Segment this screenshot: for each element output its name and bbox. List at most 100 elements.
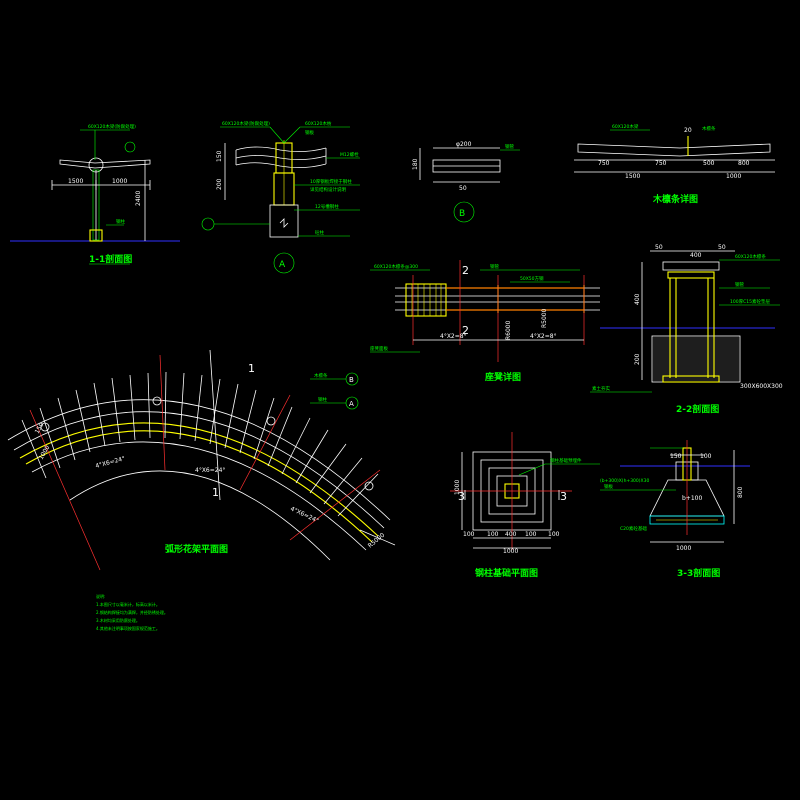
callout-text: 木檩条 <box>314 372 328 379</box>
rafter <box>147 372 151 439</box>
notes-heading: 说明: <box>96 593 105 599</box>
callout-label: B <box>349 376 354 384</box>
base-plate <box>662 375 720 383</box>
column-footing <box>89 229 103 242</box>
radial-axis <box>239 394 291 491</box>
callout-text: 50X50方钢 <box>520 275 544 282</box>
section-1-1: 1500 1000 2400 60X120木梁(防腐处理) 钢柱 1-1剖面图 <box>10 123 180 265</box>
outer-arc-2 <box>13 411 385 529</box>
rafter <box>309 443 347 494</box>
rafter-group <box>21 371 379 517</box>
detail-b-circle <box>453 201 475 223</box>
dim-text: 100 <box>487 531 499 538</box>
section-2-2: 50 400 50 400 200 60X120木檩条 钢管 100厚C15素砼… <box>590 244 783 415</box>
callout-text: 砼柱 <box>315 229 324 236</box>
pergola-plan: 1 1 B A 木檩条 钢柱 150 1000 4°X6=24° 4°X6=24… <box>7 349 396 571</box>
title-1-1: 1-1剖面图 <box>89 253 132 265</box>
section-mark: 3 <box>458 490 465 503</box>
callout-text: 钢管 <box>735 281 744 288</box>
title-seat: 座凳详图 <box>484 371 521 383</box>
section-mark: 3 <box>560 490 567 503</box>
dim-text: 1000 <box>503 548 518 555</box>
dim-text: 400 <box>505 531 517 538</box>
callout-text: 详见结构设计说明 <box>310 186 346 193</box>
title-plan: 弧形花架平面图 <box>165 543 228 555</box>
detail-b-label: B <box>459 209 465 219</box>
dim-text: 400 <box>634 293 641 305</box>
dim-text: 200 <box>216 178 223 190</box>
rafter <box>39 407 61 469</box>
dim-text: 400 <box>690 252 702 259</box>
concrete-pier <box>269 204 299 238</box>
leader-line <box>518 463 546 476</box>
dim-text: 800 <box>738 160 750 167</box>
rafter <box>253 397 275 460</box>
column-marker <box>364 481 374 491</box>
rafter <box>164 371 167 439</box>
title-2-2: 2-2剖面图 <box>676 403 719 415</box>
detail-ref-marker <box>201 217 215 231</box>
rafter <box>194 374 203 442</box>
dim-text: 100 <box>700 453 712 460</box>
dim-text: 50 <box>655 244 663 251</box>
rafter <box>21 419 47 479</box>
dim-text: 800 <box>737 486 744 498</box>
section-mark: 2 <box>462 264 469 277</box>
concrete-hatch <box>653 337 739 381</box>
callout-label: A <box>349 400 354 408</box>
dim-text: 300X600X300 <box>740 383 783 390</box>
callout-text: 钢柱 <box>318 396 327 403</box>
detail-a-label: A <box>279 260 286 270</box>
note-item: 3.木材均采用防腐处理。 <box>96 617 140 623</box>
dim-text: 100 <box>525 531 537 538</box>
footing-plan: 3 3 1000 100 100 400 100 100 1000 钢柱基础预埋… <box>450 432 600 579</box>
rafter <box>323 457 363 505</box>
dim-text: 4°X6=24° <box>95 455 126 470</box>
detail-a-circle <box>273 252 295 274</box>
rafter <box>295 429 329 484</box>
callout-text: 60X120木梁(防腐处理) <box>88 123 136 130</box>
section-mark-1b: 1 <box>212 486 219 499</box>
callout-text: 木檩条 <box>702 125 716 132</box>
dim-text: 4°X6=24° <box>195 467 225 474</box>
inner-arc <box>31 441 367 551</box>
dim-text: 150 <box>216 150 223 162</box>
callout-text: 钢板 <box>305 129 314 136</box>
callout-text: (b+300)X(h+300)X30 <box>600 478 649 484</box>
callout-text: M12螺栓 <box>340 151 359 158</box>
dim-leader <box>359 529 396 546</box>
dim-text: 100 <box>548 531 560 538</box>
timber-grain <box>235 155 327 160</box>
dim-text: 150 <box>670 453 682 460</box>
callout-text: 座凳面板 <box>370 345 388 352</box>
note-item: 2.钢结构焊接均为满焊，并经防锈处理。 <box>96 609 168 615</box>
rafter <box>129 374 136 441</box>
rafter <box>281 417 311 475</box>
dim-text: 2400 <box>135 191 142 206</box>
title-footing-plan: 钢柱基础平面图 <box>475 567 538 579</box>
radius-arc <box>69 470 331 561</box>
dim-text: φ200 <box>456 141 472 148</box>
seat-slats <box>405 283 447 317</box>
section-line <box>209 349 221 501</box>
callout-text: 60X120木梁(防腐处理) <box>222 120 270 127</box>
rafter <box>93 382 106 447</box>
beam-arc-2 <box>25 430 373 543</box>
title-3-3: 3-3剖面图 <box>677 567 720 579</box>
top-beam <box>59 159 151 169</box>
rafter <box>111 377 121 443</box>
section-mark: 2 <box>462 324 469 337</box>
dim-text: 1000 <box>454 480 461 495</box>
column-marker <box>40 422 50 432</box>
dim-text: 1500 <box>625 173 640 180</box>
detail-marker <box>124 141 136 153</box>
title-timber: 木檩条详图 <box>652 193 698 205</box>
dim-text: 20 <box>684 127 692 134</box>
dim-text: 4°X6=24° <box>289 505 320 524</box>
timber-top <box>235 146 327 152</box>
callout-text: 60X120木枋 <box>305 120 332 127</box>
dim-text: 1000 <box>726 173 741 180</box>
dim-text: 50 <box>718 244 726 251</box>
dim-text: 180 <box>412 158 419 170</box>
